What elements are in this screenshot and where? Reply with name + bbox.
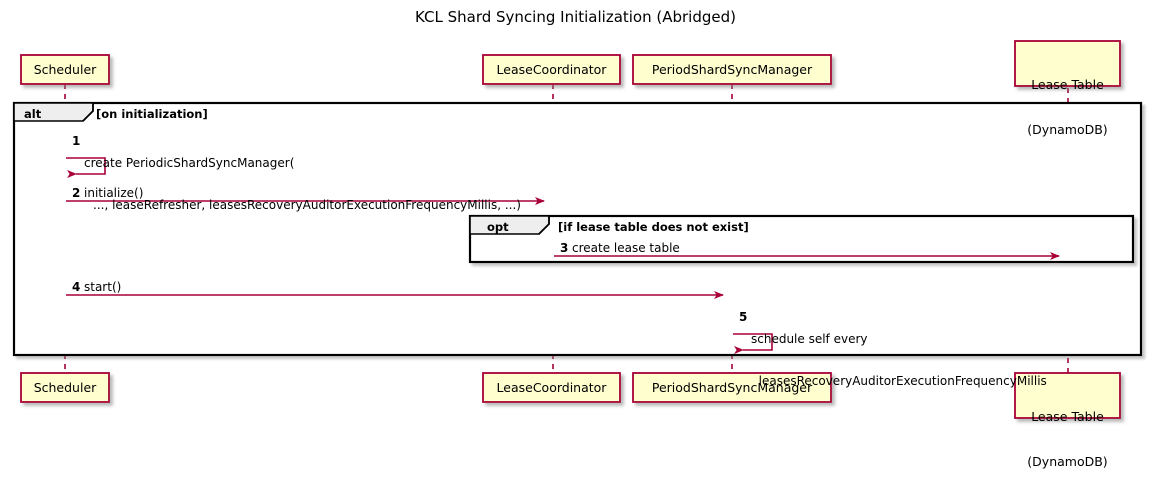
opt-frame-operator-label: opt [487, 220, 509, 234]
participant-box-lease-table-bottom [1014, 372, 1121, 419]
participant-label-period-shard-sync-manager-bottom: PeriodShardSyncManager [651, 380, 813, 395]
alt-frame-guard-label: [on initialization] [96, 107, 208, 121]
participant-box-period-shard-sync-manager-top [632, 54, 832, 85]
diagram-graphics [12, 40, 1143, 419]
participant-box-lease-coordinator-top [482, 54, 621, 85]
alt-frame-operator-label: alt [24, 107, 42, 121]
message-4-label: start() [84, 280, 122, 294]
message-3-number: 3 [560, 241, 569, 255]
participant-box-lease-table-top [1014, 40, 1121, 87]
participant-label-lease-table-bottom-line2: (DynamoDB) [1027, 454, 1108, 469]
message-4-number: 4 [72, 280, 81, 294]
participant-box-scheduler-bottom [20, 372, 110, 403]
participant-label-scheduler-top: Scheduler [33, 62, 97, 77]
message-1-label-line1: create PeriodicShardSyncManager( [84, 156, 295, 170]
participant-label-lease-table-bottom-line1: Lease Table [1031, 409, 1104, 424]
participant-label-lease-table-top-line2: (DynamoDB) [1027, 122, 1108, 137]
message-3-label: create lease table [572, 241, 680, 255]
diagram-title: KCL Shard Syncing Initialization (Abridg… [415, 8, 736, 26]
message-5-label-line1: schedule self every [751, 332, 868, 346]
opt-frame-graphic [468, 214, 1135, 264]
message-2-label: initialize() [84, 186, 144, 200]
message-5-label-line2: leasesRecoveryAuditorExecutionFrequencyM… [751, 374, 1047, 388]
message-1-number: 1 [72, 134, 81, 148]
participant-label-lease-coordinator-top: LeaseCoordinator [496, 62, 607, 77]
participant-box-scheduler-top [20, 54, 110, 85]
opt-frame-guard-label: [if lease table does not exist] [558, 220, 749, 234]
message-1-label-line2: ..., leaseRefresher, leasesRecoveryAudit… [93, 198, 521, 212]
participant-boxes-top [20, 40, 1121, 87]
participant-label-period-shard-sync-manager-top: PeriodShardSyncManager [651, 62, 813, 77]
participant-box-period-shard-sync-manager-bottom [632, 372, 832, 403]
participant-box-lease-coordinator-bottom [482, 372, 621, 403]
message-5-number: 5 [739, 310, 748, 324]
participant-label-lease-table-top: Lease Table (DynamoDB) [1015, 47, 1120, 167]
message-5-label: schedule self every leasesRecoveryAudito… [751, 304, 1047, 416]
participant-label-lease-table-top-line1: Lease Table [1031, 77, 1104, 92]
message-1-arrow [66, 157, 106, 178]
participant-label-scheduler-bottom: Scheduler [33, 380, 97, 395]
message-2-number: 2 [72, 186, 81, 200]
participant-boxes-bottom [20, 372, 1121, 419]
participant-label-lease-coordinator-bottom: LeaseCoordinator [496, 380, 607, 395]
message-5-arrow [733, 333, 773, 354]
sequence-diagram-canvas: KCL Shard Syncing Initialization (Abridg… [12, 8, 1143, 469]
message-1-label: create PeriodicShardSyncManager( ..., le… [84, 128, 521, 240]
